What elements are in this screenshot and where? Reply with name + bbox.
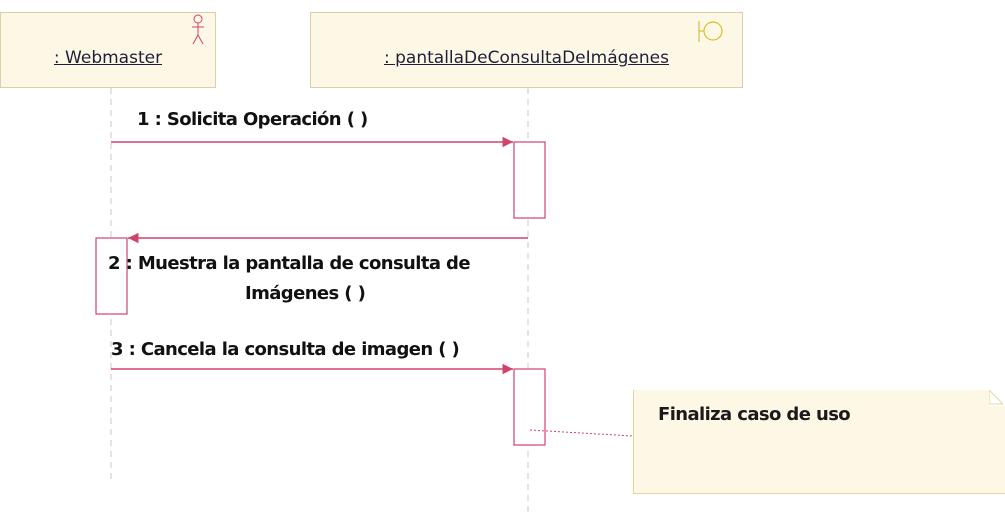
note-text: Finaliza caso de uso [658,404,851,425]
screen-label: : pantallaDeConsultaDeImágenes [384,48,669,68]
note[interactable]: Finaliza caso de uso [633,390,1005,494]
message-3-label: 3 : Cancela la consulta de imagen ( ) [111,339,460,360]
screen-lifeline-head[interactable]: : pantallaDeConsultaDeImágenes [310,12,743,88]
message-1-label: 1 : Solicita Operación ( ) [137,109,368,130]
webmaster-label: : Webmaster [53,48,163,68]
message-2-label-line1: 2 : Muestra la pantalla de consulta de [108,253,471,274]
note-corner-icon [989,390,1005,406]
activation-screen-3 [513,368,546,446]
message-2-label-line2: Imágenes ( ) [245,283,366,304]
actor-icon [192,14,204,45]
note-connector [529,429,634,437]
activation-screen-1 [513,141,546,219]
webmaster-lifeline-head[interactable]: : Webmaster [0,12,216,88]
activation-webmaster-2 [95,237,128,315]
boundary-icon [698,21,723,42]
